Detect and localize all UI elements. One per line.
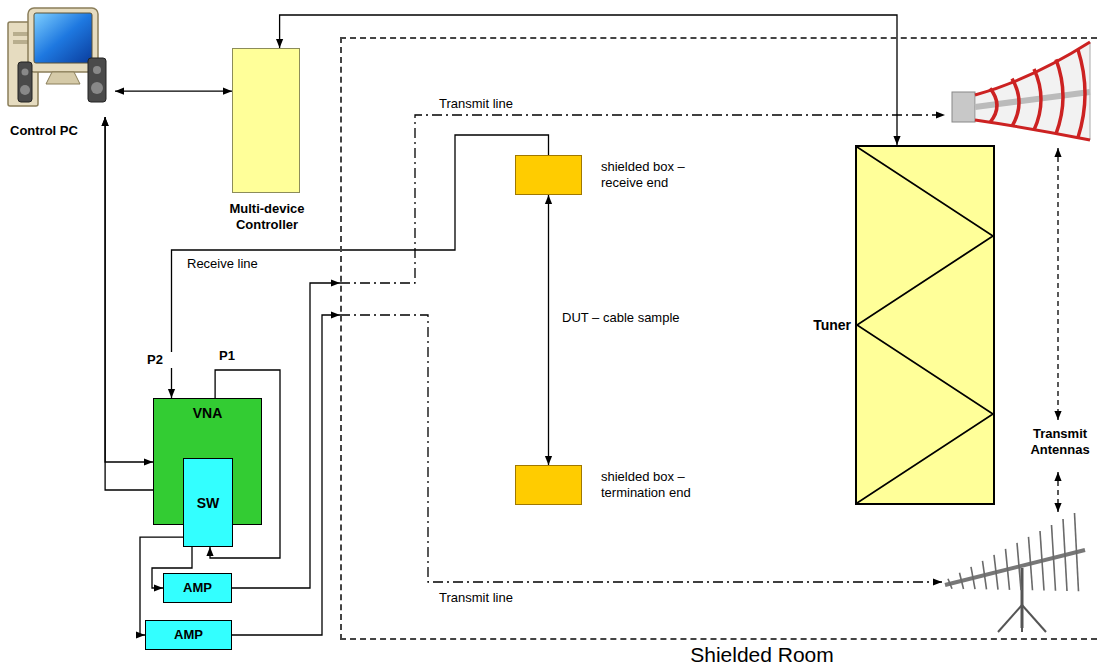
log-periodic-antenna <box>1017 543 1021 590</box>
antenna-label: Transmit Antennas <box>1025 426 1095 457</box>
node-label: Control PC <box>10 123 110 139</box>
tuner-pattern <box>857 147 993 503</box>
horn-antenna <box>1034 69 1041 130</box>
amplifier-box: AMP <box>145 620 232 650</box>
horn-antenna <box>975 42 1090 95</box>
log-periodic-antenna <box>948 579 952 589</box>
node-label: AMP <box>183 580 212 596</box>
computer-icon <box>91 82 103 94</box>
port-label: P2 <box>145 352 179 368</box>
connector <box>115 91 232 92</box>
log-periodic-antenna <box>945 513 1085 632</box>
computer-icon <box>46 72 80 84</box>
log-periodic-antenna <box>971 567 975 589</box>
antenna-link-arrow <box>1057 472 1058 512</box>
connector <box>172 135 549 398</box>
tuner-pattern <box>857 147 993 503</box>
node-label: shielded box – receive end <box>601 159 721 190</box>
horn-antenna <box>952 42 1090 140</box>
horn-antenna <box>975 120 1090 140</box>
amplifier-box: AMP <box>163 573 232 603</box>
tuner-box: Tuner <box>855 145 995 505</box>
node-label: Shielded Room <box>682 642 842 667</box>
computer-icon <box>20 85 30 95</box>
antenna-link-arrow <box>1057 148 1058 512</box>
controller-box: Multi-device Controller <box>232 48 300 193</box>
node-label: AMP <box>174 627 203 643</box>
shielded-room: Shielded Roomshielded box – receive ends… <box>340 37 1097 640</box>
switch-box: SW <box>183 458 233 547</box>
log-periodic-antenna <box>1052 525 1056 591</box>
port-label: P1 <box>217 348 251 364</box>
log-periodic-antenna <box>1063 519 1067 591</box>
log-periodic-antenna <box>1006 549 1010 590</box>
computer: Control PC <box>5 5 115 117</box>
node-label: VNA <box>193 405 223 422</box>
line-label: Transmit line <box>437 96 551 112</box>
computer-icon <box>8 8 106 106</box>
node-label: SW <box>197 494 220 511</box>
computer-icon <box>88 58 106 102</box>
node-label: Multi-device Controller <box>211 201 323 232</box>
log-periodic-antenna <box>1029 537 1033 590</box>
computer-icon <box>18 62 32 102</box>
connector <box>105 117 153 462</box>
node-label: shielded box – termination end <box>601 469 721 500</box>
horn-antenna <box>952 92 975 122</box>
line-label: Transmit line <box>437 590 551 606</box>
node-label: Tuner <box>803 317 851 334</box>
horn-antenna <box>1056 59 1063 133</box>
connector-label: Receive line <box>185 256 260 272</box>
computer-icon <box>34 13 92 63</box>
log-periodic-antenna <box>1075 513 1079 591</box>
transmit-feed-line <box>340 315 942 582</box>
log-periodic-antenna <box>1022 605 1046 632</box>
log-periodic-antenna <box>998 605 1022 632</box>
shielded-box: shielded box – termination end <box>515 465 582 505</box>
shielded-box: shielded box – receive end <box>515 155 582 195</box>
transmit-feed-line <box>232 115 945 635</box>
vna-box: VNA SW <box>153 398 262 525</box>
connector <box>280 15 897 145</box>
connector-label: DUT – cable sample <box>560 310 682 326</box>
horn-antenna <box>975 42 1090 140</box>
log-periodic-antenna <box>983 561 987 590</box>
horn-antenna <box>1012 79 1019 127</box>
connector <box>548 195 549 465</box>
log-periodic-antenna <box>1021 605 1023 632</box>
computer-icon <box>93 66 101 74</box>
log-periodic-antenna <box>1040 531 1044 591</box>
log-periodic-antenna <box>960 573 964 589</box>
antenna-link-arrow <box>1057 148 1058 420</box>
log-periodic-antenna <box>994 555 998 590</box>
computer-icon <box>22 69 29 76</box>
horn-antenna <box>1078 50 1085 138</box>
log-periodic-antenna <box>945 550 1085 585</box>
horn-antenna <box>990 88 997 122</box>
